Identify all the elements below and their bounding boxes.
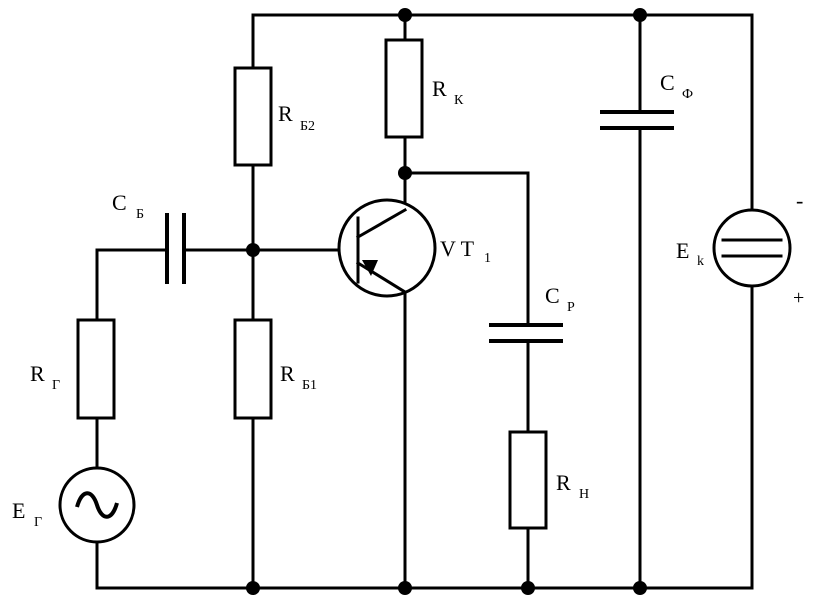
label-rk: R К [432,76,464,108]
label-rb2: R Б2 [278,101,315,134]
svg-text:C: C [545,283,560,308]
svg-text:Ф: Ф [682,87,693,102]
svg-text:Н: Н [579,487,589,502]
resistor-rg [76,318,116,420]
polarity-plus: + [793,287,804,309]
capacitor-cf [600,110,674,130]
label-rn: R Н [556,470,589,502]
label-rb1: R Б1 [280,361,317,393]
svg-text:Г: Г [34,515,42,530]
svg-text:R: R [432,76,447,101]
polarity-minus: - [796,188,803,213]
svg-text:Р: Р [567,300,575,315]
svg-text:К: К [454,93,464,108]
label-cf: C Ф [660,70,693,102]
svg-text:R: R [556,470,571,495]
svg-text:V T: V T [440,236,475,261]
svg-text:R: R [30,361,45,386]
capacitor-cb [165,213,186,284]
label-cb: C Б [112,190,144,222]
svg-text:C: C [660,70,675,95]
svg-text:Б: Б [136,207,144,222]
label-rg: R Г [30,361,60,393]
resistor-rk [384,38,424,139]
dc-source-icon [712,208,792,288]
svg-text:E: E [676,238,689,263]
svg-text:1: 1 [484,251,491,266]
resistor-rn [508,430,548,530]
label-ek: E k [676,238,704,269]
wires [95,13,754,590]
svg-text:Г: Г [52,378,60,393]
resistor-rb2 [233,66,273,167]
svg-text:R: R [280,361,295,386]
svg-text:E: E [12,498,25,523]
ac-source-icon [58,466,136,544]
resistor-rb1 [233,318,273,420]
junction-dots [246,8,647,595]
capacitor-cp [489,323,563,343]
svg-text:Б2: Б2 [300,119,315,134]
svg-text:R: R [278,101,293,126]
label-vt1: V T 1 [440,236,491,266]
pnp-transistor-icon [337,198,437,298]
svg-text:k: k [697,254,704,269]
label-cp: C Р [545,283,575,315]
label-eg: E Г [12,498,42,530]
svg-text:Б1: Б1 [302,378,317,393]
svg-text:C: C [112,190,127,215]
